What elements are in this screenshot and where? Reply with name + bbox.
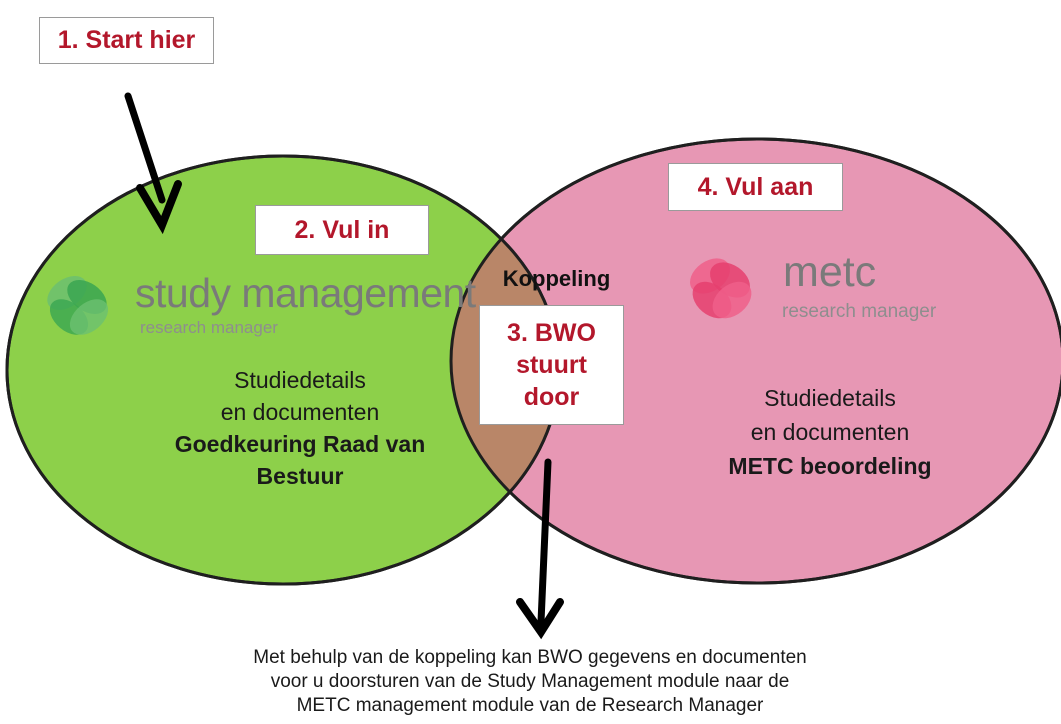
left-circle-text: Studiedetails en documenten Goedkeuring … (140, 364, 460, 492)
metc-logo-subtitle: research manager (782, 301, 937, 322)
right-bold-line-1: METC beoordeling (728, 453, 932, 479)
footer-line-3: METC management module van de Research M… (296, 695, 764, 716)
step-2-text: 2. Vul in (294, 215, 390, 244)
footer-explanation: Met behulp van de koppeling kan BWO gege… (100, 646, 960, 718)
left-text-line-2: en documenten (220, 399, 380, 425)
study-management-logo-icon (47, 275, 109, 335)
start-arrow (124, 92, 182, 235)
right-circle-text: Studiedetails en documenten METC beoorde… (665, 381, 995, 483)
left-text-line-1: Studiedetails (234, 367, 366, 393)
step-3-line-2: stuurt (516, 351, 587, 379)
step-3-line-3: door (523, 383, 580, 411)
step-1-text: 1. Start hier (57, 26, 196, 54)
right-text-line-2: en documenten (750, 419, 910, 445)
left-bold-line-2: Bestuur (256, 463, 344, 489)
step-4-text: 4. Vul aan (697, 172, 814, 201)
right-text-line-1: Studiedetails (764, 385, 896, 411)
footer-line-2: voor u doorsturen van de Study Managemen… (270, 671, 790, 692)
left-bold-line-1: Goedkeuring Raad van (174, 431, 426, 457)
step-3-bwo-label: 3. BWO stuurt door (479, 305, 624, 425)
step-3-line-1: 3. BWO (507, 319, 596, 347)
overlap-label: Koppeling (502, 266, 611, 291)
footer-line-1: Met behulp van de koppeling kan BWO gege… (253, 647, 807, 668)
study-management-logo-title: study management (135, 270, 476, 316)
study-management-logo-subtitle: research manager (140, 318, 278, 337)
metc-logo-icon (690, 258, 752, 319)
transfer-arrow (516, 458, 564, 640)
step-4-complete-label: 4. Vul aan (668, 163, 843, 211)
step-1-start-label: 1. Start hier (39, 17, 214, 64)
metc-logo-title: metc (783, 248, 877, 296)
step-2-fill-label: 2. Vul in (255, 205, 429, 255)
